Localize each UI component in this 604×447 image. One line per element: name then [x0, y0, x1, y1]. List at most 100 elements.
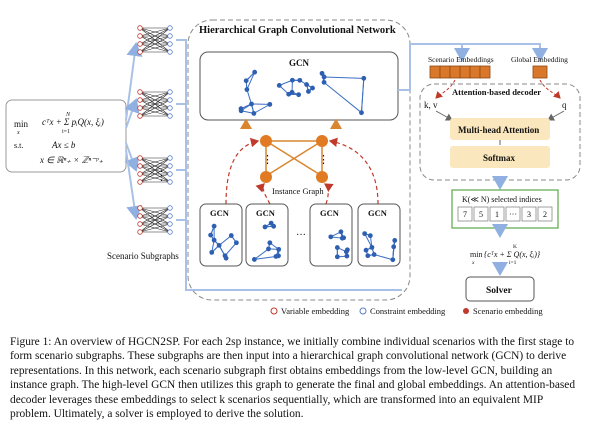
decoder-title: Attention-based decoder [452, 87, 541, 97]
subgraph-edge [139, 35, 171, 53]
graph-node [359, 110, 364, 116]
variable-node [137, 25, 143, 31]
solver-box: Solver [465, 276, 535, 302]
problem-to-subgraph-arrows [124, 42, 143, 220]
constraint-node [167, 105, 173, 111]
instance-node [260, 135, 272, 147]
min-label: min [14, 119, 29, 129]
sum-top: N [65, 112, 71, 118]
constraint-node [167, 49, 173, 55]
instance-dots-right: ⋮ [318, 154, 329, 166]
instance-graph-label: Instance Graph [272, 186, 324, 196]
legend-scenario: Scenario embedding [473, 306, 543, 316]
multi-head-attention-block [450, 118, 550, 140]
index-value: 3 [527, 210, 531, 219]
index-cell [457, 206, 473, 222]
low-gcn-label: GCN [368, 208, 388, 218]
subgraph-edge [139, 157, 171, 167]
graph-node [244, 87, 250, 92]
q-label: q [562, 100, 567, 110]
graph-node [365, 253, 371, 259]
reduced-sum-top: K [513, 244, 517, 250]
attention-decoder: Attention-based decoder k, v q Multi-hea… [419, 83, 581, 181]
graph-node [249, 101, 254, 107]
constraint-1: Ax ≤ b [51, 140, 76, 150]
graph-edge [253, 103, 271, 114]
graph-node [328, 234, 334, 240]
variable-node [137, 33, 143, 39]
variable-node [137, 221, 143, 227]
variable-node [137, 97, 143, 103]
graph-node [392, 238, 398, 243]
constraint-node [167, 25, 173, 31]
softmax-block [450, 146, 550, 168]
subgraph-edge [139, 207, 171, 225]
graph-node [243, 78, 249, 84]
variable-node [137, 49, 143, 55]
scenario-embedding-cell [479, 65, 491, 79]
graph-node [228, 233, 234, 238]
caption-line: Figure 1: An overview of HGCN2SP. For ea… [10, 336, 575, 348]
subgraph-edge [139, 27, 171, 45]
global-embedding-cell [532, 65, 548, 79]
graph-node [362, 231, 368, 237]
graph-node [211, 237, 217, 243]
graph-node [341, 235, 347, 241]
graph-edge [360, 78, 365, 113]
min-sub: x [16, 130, 20, 136]
variable-node [137, 213, 143, 219]
figure-caption: Figure 1: An overview of HGCN2SP. For ea… [10, 335, 594, 421]
graph-node [390, 257, 396, 263]
scenario-subgraph [137, 205, 173, 235]
instance-node [260, 171, 272, 183]
variable-node [137, 205, 143, 211]
index-value: ··· [509, 210, 517, 219]
caption-line: instance graph. The high-level GCN then … [10, 379, 576, 392]
index-cell [537, 206, 553, 222]
embeddings-section: Scenario Embeddings Global Embedding [428, 55, 568, 99]
graph-node [216, 242, 222, 248]
graph-node [233, 240, 239, 246]
caption-line: representations. In this network, each s… [10, 364, 553, 377]
graph-edge [246, 71, 256, 90]
index-cell [489, 206, 505, 222]
graph-node [209, 249, 215, 255]
global-embedding-label: Global Embedding [511, 55, 568, 64]
variable-node [137, 105, 143, 111]
subgraph-edge [139, 91, 171, 109]
variable-node [137, 155, 143, 161]
index-value: 7 [463, 210, 467, 219]
objective: cᵀx + Σ pᵢQ(x, ξᵢ) [42, 117, 104, 127]
graph-edge [254, 248, 269, 260]
sum-bottom: i=1 [62, 129, 70, 135]
reduced-expr: {cᵀx + Σ Q(x, ξᵢ)} [484, 250, 541, 259]
subgraph-edge [139, 173, 171, 183]
index-value: 1 [495, 210, 499, 219]
scenario-embedding-cell [429, 65, 441, 79]
variable-node [137, 163, 143, 169]
low-gcn-label: GCN [210, 208, 230, 218]
graph-edge [246, 89, 252, 105]
scenario-subgraph [137, 89, 173, 119]
graph-node [306, 89, 311, 94]
graph-edge [323, 81, 362, 114]
index-cell [505, 206, 521, 222]
legend-scenario-marker [463, 308, 469, 314]
graph-node [267, 101, 273, 107]
constraint-node [167, 41, 173, 47]
graph-node [321, 79, 327, 85]
graph-node [251, 257, 257, 262]
graph-node [361, 75, 367, 81]
graph-node [338, 229, 344, 235]
graph-node [296, 92, 302, 98]
constraint-node [167, 97, 173, 103]
constraint-node [167, 205, 173, 211]
graph-node [367, 233, 373, 239]
selected-label: K(≪ N) selected indices [462, 195, 542, 204]
caption-line: problem. Ultimately, a solver is employe… [10, 408, 304, 421]
problem-formulation-box: min x cᵀx + Σ pᵢQ(x, ξᵢ) N i=1 s.t. Ax ≤… [5, 99, 127, 173]
graph-node [273, 254, 279, 259]
constraint-node [167, 155, 173, 161]
legend-constraint-marker [359, 307, 367, 315]
